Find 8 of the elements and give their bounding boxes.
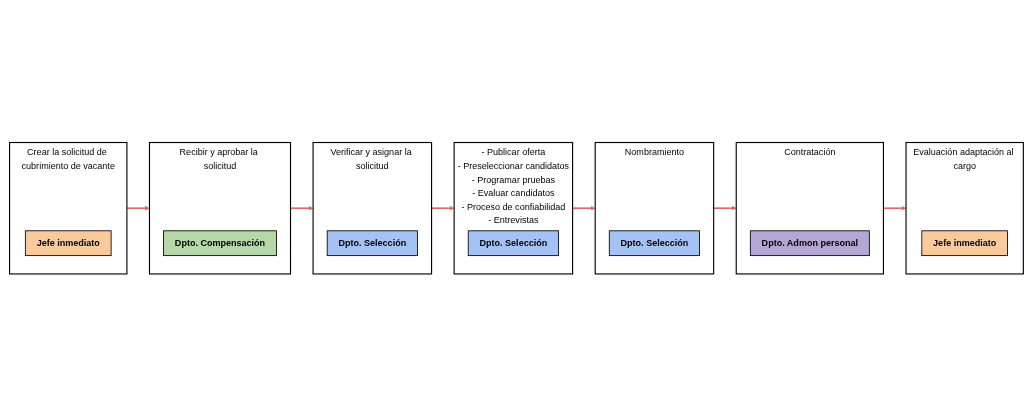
node-box: Dpto. Admon personal (749, 230, 870, 256)
node-box: Dpto. Compensación (163, 230, 277, 256)
node-box: Dpto. Selección (326, 230, 418, 256)
node-box: Jefe inmediato (24, 230, 112, 256)
node-box: Dpto. Selección (608, 230, 700, 256)
node-box: Dpto. Selección (467, 230, 559, 256)
node-box: Jefe inmediato (921, 230, 1009, 256)
arrow (126, 205, 150, 211)
